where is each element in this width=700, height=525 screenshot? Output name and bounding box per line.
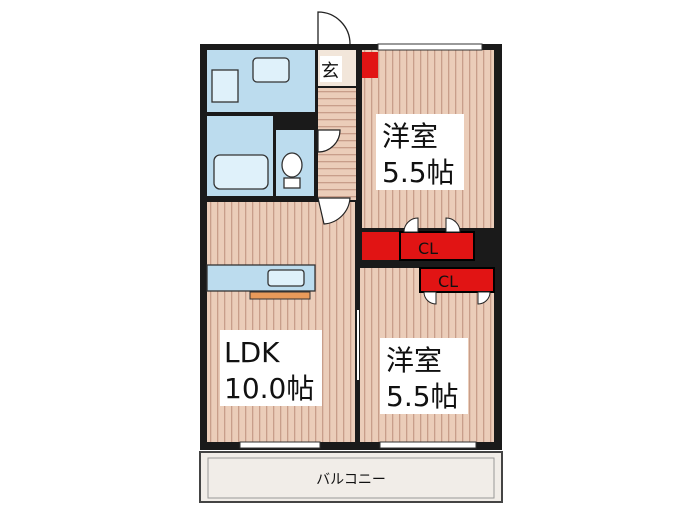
closet-label-upper: CL xyxy=(418,239,438,258)
hall-storage xyxy=(362,238,398,258)
washer-pan xyxy=(211,69,239,103)
entrance-label-bg xyxy=(320,56,342,82)
closet-door-right xyxy=(445,217,461,233)
kitchen-sink xyxy=(267,269,305,287)
room-label-ldk-size: 10.0帖 xyxy=(224,372,314,405)
toilet-bowl xyxy=(281,152,303,178)
window-ldk xyxy=(239,441,321,449)
window-top xyxy=(377,43,483,51)
entrance-label: 玄 xyxy=(321,61,339,82)
label-bg-lower xyxy=(380,338,468,414)
bathtub xyxy=(213,154,269,190)
closet-lower xyxy=(419,267,495,293)
balcony xyxy=(199,451,503,503)
closet-lower-door-right xyxy=(477,291,491,305)
closet-upper-door-strip xyxy=(399,231,475,261)
ldk-door xyxy=(317,197,351,225)
shoe-box xyxy=(362,52,378,78)
window-lower xyxy=(379,441,477,449)
washbasin xyxy=(252,57,290,83)
room-label-upper-name: 洋室 xyxy=(382,120,438,153)
balcony-inner xyxy=(207,457,495,499)
hall-door xyxy=(317,129,341,153)
kitchen-bar xyxy=(249,291,311,300)
wall-divider xyxy=(356,50,362,230)
room-label-ldk-name: LDK xyxy=(224,336,280,369)
balcony-label: バルコニー xyxy=(316,472,386,488)
room-label-lower-size: 5.5帖 xyxy=(386,380,459,413)
label-bg-ldk xyxy=(220,330,322,406)
front-door xyxy=(317,11,351,45)
closet-lower-door-left xyxy=(423,291,437,305)
closet-label-lower: CL xyxy=(438,272,458,291)
label-bg-upper xyxy=(376,114,464,190)
room-label-lower-name: 洋室 xyxy=(386,344,442,377)
toilet-tank xyxy=(283,177,301,189)
room-label-upper-size: 5.5帖 xyxy=(382,156,455,189)
closet-door-left xyxy=(403,217,419,233)
